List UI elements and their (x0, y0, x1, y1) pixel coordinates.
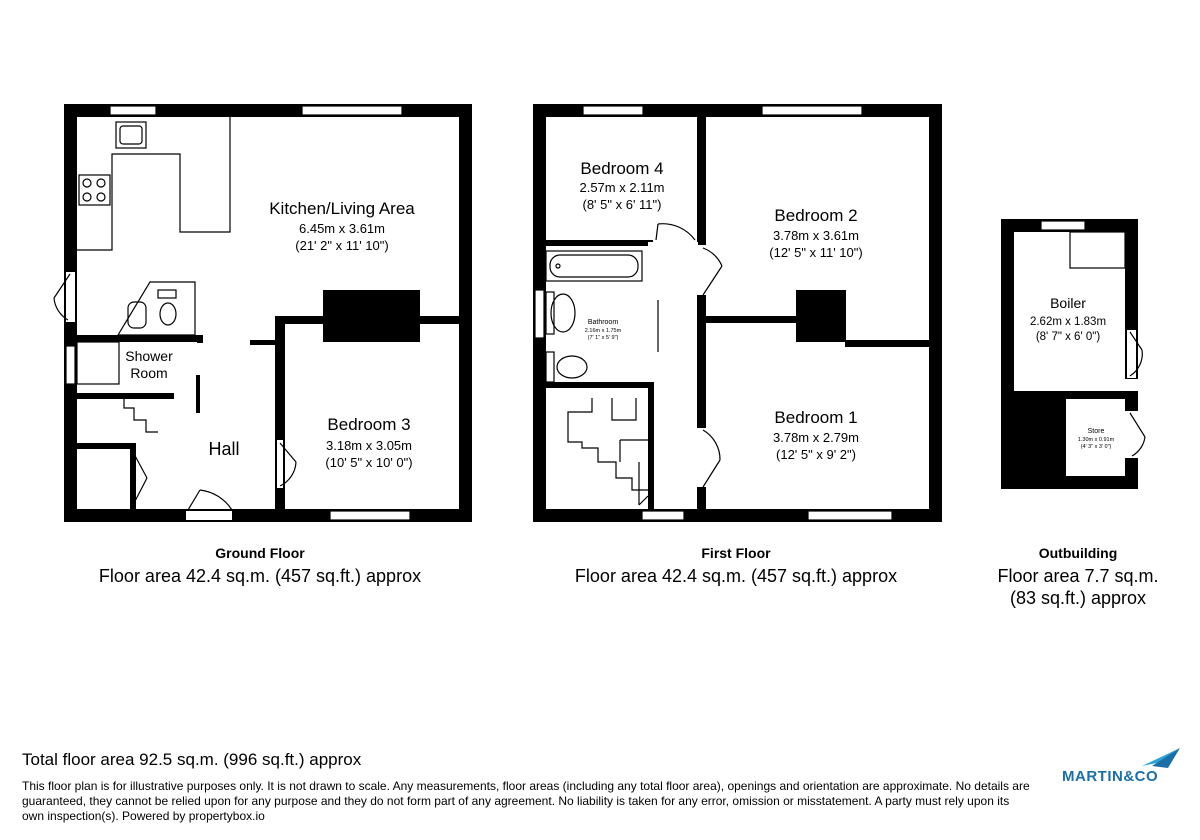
outbuilding-walls (1001, 219, 1138, 489)
first-floor-labels: Bedroom 4 2.57m x 2.11m (8' 5" x 6' 11")… (579, 159, 862, 462)
ground-floor-area: Floor area 42.4 sq.m. (457 sq.ft.) appro… (98, 566, 422, 586)
bathroom-imperial: (7' 1" x 5' 9") (588, 335, 619, 341)
ground-floor-caption: Ground Floor Floor area 42.4 sq.m. (457 … (60, 545, 460, 587)
chimney-breast (323, 290, 420, 342)
first-floor-area: Floor area 42.4 sq.m. (457 sq.ft.) appro… (574, 566, 898, 586)
outbuilding-plan: Boiler 2.62m x 1.83m (8' 7" x 6' 0") Sto… (1001, 219, 1146, 489)
logo-bird-icon (1142, 748, 1180, 768)
kitchen-imperial: (21' 2" x 11' 10") (295, 238, 388, 253)
first-floor-caption: First Floor Floor area 42.4 sq.m. (457 s… (536, 545, 936, 587)
outbuilding-caption: Outbuilding Floor area 7.7 sq.m. (83 sq.… (978, 545, 1178, 609)
boiler-name: Boiler (1050, 295, 1086, 311)
kitchen-units (77, 117, 231, 251)
outbuilding-area-line2: (83 sq.ft.) approx (1009, 588, 1147, 608)
bedroom4-imperial: (8' 5" x 6' 11") (583, 197, 662, 212)
bedroom4-metric: 2.57m x 2.11m (579, 180, 664, 195)
shower-room-label-line1: Shower (125, 348, 173, 364)
bedroom2-metric: 3.78m x 3.61m (773, 228, 859, 243)
ground-floor-walls (64, 104, 472, 522)
first-floor-plan: Bedroom 4 2.57m x 2.11m (8' 5" x 6' 11")… (533, 104, 942, 522)
floor-plan-drawing: Kitchen/Living Area 6.45m x 3.61m (21' 2… (53, 104, 1146, 522)
kitchen-metric: 6.45m x 3.61m (299, 221, 385, 236)
agency-logo: MARTIN&CO (1062, 748, 1187, 788)
bedroom2-imperial: (12' 5" x 11' 10") (769, 245, 862, 260)
staircase (567, 398, 649, 506)
outbuilding-fixtures (1069, 231, 1146, 458)
ground-floor-windows (65, 105, 411, 521)
kitchen-name: Kitchen/Living Area (269, 199, 415, 218)
bathroom-name: Bathroom (588, 319, 619, 326)
shower-room-fixtures (76, 281, 196, 433)
total-floor-area: Total floor area 92.5 sq.m. (996 sq.ft.)… (22, 750, 362, 769)
first-floor-windows (534, 105, 893, 521)
bedroom1-name: Bedroom 1 (774, 408, 857, 427)
store-metric: 1.30m x 0.91m (1078, 437, 1115, 443)
bedroom3-name: Bedroom 3 (327, 415, 410, 434)
bedroom3-imperial: (10' 5" x 10' 0") (325, 455, 412, 470)
boiler-imperial: (8' 7" x 6' 0") (1036, 331, 1100, 343)
ground-floor-doors (53, 272, 297, 520)
hall-label: Hall (208, 439, 239, 459)
first-floor-title: First Floor (701, 545, 771, 561)
first-floor-doors (648, 223, 723, 488)
disclaimer-text: This floor plan is for illustrative purp… (22, 779, 1030, 823)
store-imperial: (4' 3" x 3' 0") (1081, 444, 1112, 450)
bedroom4-name: Bedroom 4 (580, 159, 663, 178)
bedroom3-metric: 3.18m x 3.05m (326, 438, 412, 453)
bathroom-fixtures (545, 250, 643, 383)
bathroom-metric: 2.16m x 1.75m (585, 328, 622, 334)
outbuilding-windows (1040, 220, 1086, 231)
outbuilding-area-line1: Floor area 7.7 sq.m. (997, 566, 1159, 586)
bedroom2-name: Bedroom 2 (774, 206, 857, 225)
logo-text: MARTIN&CO (1062, 768, 1159, 785)
first-floor-chimney (796, 290, 846, 342)
bedroom1-imperial: (12' 5" x 9' 2") (776, 447, 856, 462)
store-name: Store (1088, 428, 1105, 435)
boiler-metric: 2.62m x 1.83m (1030, 316, 1106, 328)
outbuilding-title: Outbuilding (1038, 545, 1118, 561)
ground-floor-plan: Kitchen/Living Area 6.45m x 3.61m (21' 2… (53, 104, 472, 522)
shower-room-label-line2: Room (130, 365, 167, 381)
outbuilding-labels: Boiler 2.62m x 1.83m (8' 7" x 6' 0") Sto… (1030, 295, 1115, 450)
ground-floor-labels: Kitchen/Living Area 6.45m x 3.61m (21' 2… (125, 199, 415, 470)
bedroom1-metric: 3.78m x 2.79m (773, 430, 859, 445)
ground-floor-title: Ground Floor (215, 545, 305, 561)
